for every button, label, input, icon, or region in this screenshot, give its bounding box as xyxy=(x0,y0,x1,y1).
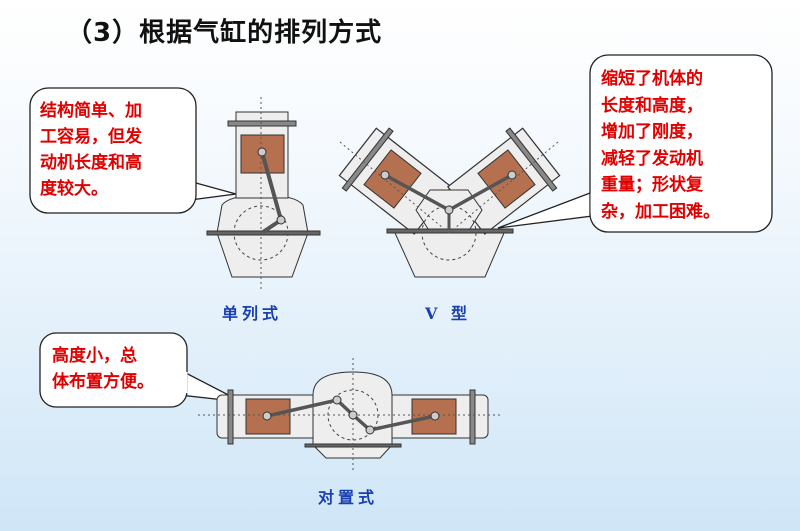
callout-line: 缩短了机体的 xyxy=(601,69,703,89)
caption-inline: 单列式 xyxy=(222,304,283,323)
caption-opposed: 对置式 xyxy=(318,488,379,507)
caption-v-type: V 型 xyxy=(425,304,471,323)
callout-line: 结构简单、加 xyxy=(40,101,142,121)
callout-bubble-opposed xyxy=(39,332,243,408)
callout-line: 度较大。 xyxy=(40,179,108,199)
v-engine xyxy=(333,121,566,278)
callout-line: 增加了刚度， xyxy=(601,122,703,142)
callout-line: 体布置方便。 xyxy=(52,372,154,392)
callout-line: 高度小，总 xyxy=(52,346,137,366)
callout-bubble-inline xyxy=(29,87,237,214)
callout-line: 工容易，但发 xyxy=(40,127,142,147)
callout-v-type: 缩短了机体的 长度和高度， 增加了刚度， 减轻了发动机 重量；形状复 杂，加工困… xyxy=(601,66,720,225)
callout-line: 动机长度和高 xyxy=(40,153,142,173)
callout-inline: 结构简单、加 工容易，但发 动机长度和高 度较大。 xyxy=(40,98,142,202)
callout-line: 杂，加工困难。 xyxy=(601,201,720,222)
opposed-engine xyxy=(198,358,500,470)
inline-engine xyxy=(206,97,321,290)
callout-line: 长度和高度， xyxy=(601,95,703,116)
callout-bubble-v xyxy=(497,54,773,233)
callout-line: 减轻了发动机 xyxy=(601,148,703,169)
callout-opposed: 高度小，总 体布置方便。 xyxy=(52,343,154,395)
slide-title: （3）根据气缸的排列方式 xyxy=(66,18,383,48)
callout-line: 重量；形状复 xyxy=(601,175,703,195)
